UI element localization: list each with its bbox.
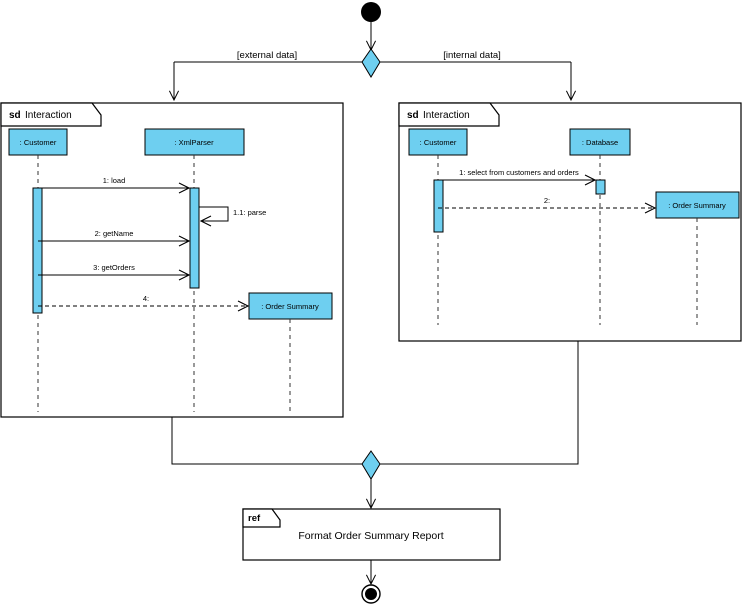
message-return-order-summary-right[interactable]: 2: (438, 196, 655, 208)
lifeline-label-xmlparser: : XmlParser (174, 138, 214, 147)
edge-left-frame-to-merge (171, 417, 362, 465)
merge-node[interactable] (361, 450, 381, 480)
edge-decision-to-right-frame (380, 61, 571, 100)
lifeline-label-database: : Database (582, 138, 618, 147)
activity-final-node[interactable] (361, 584, 381, 604)
decision-node[interactable] (361, 48, 381, 78)
ref-frame[interactable]: ref Format Order Summary Report (242, 508, 501, 561)
lifeline-label-order-summary-right: : Order Summary (668, 201, 726, 210)
initial-node[interactable] (361, 2, 381, 22)
message-label-load: 1: load (103, 176, 126, 185)
message-load[interactable]: 1: load (38, 176, 189, 188)
message-select-from-customers-and-orders[interactable]: 1: select from customers and orders (438, 168, 595, 180)
right-interaction-frame[interactable]: sd Interaction : Customer : Database : O… (398, 102, 742, 342)
lifeline-label-order-summary: : Order Summary (261, 302, 319, 311)
lifeline-head-xmlparser[interactable]: : XmlParser (144, 128, 245, 156)
message-label-get-name: 2: getName (95, 229, 134, 238)
message-get-orders[interactable]: 3: getOrders (38, 263, 189, 275)
message-return-order-summary[interactable]: 4: (38, 294, 248, 306)
message-label-return-order-summary-right: 2: (544, 196, 550, 205)
lifeline-head-customer-right[interactable]: : Customer (408, 128, 468, 156)
lifeline-label-customer-right: : Customer (420, 138, 457, 147)
lifeline-head-database[interactable]: : Database (569, 128, 631, 156)
message-label-get-orders: 3: getOrders (93, 263, 135, 272)
lifeline-head-customer[interactable]: : Customer (8, 128, 68, 156)
left-interaction-frame[interactable]: sd Interaction : Customer : XmlParser : … (0, 102, 344, 418)
ref-frame-header (242, 508, 281, 528)
activation-bar-customer-right (433, 179, 444, 233)
lifeline-head-order-summary[interactable]: : Order Summary (248, 292, 333, 320)
activation-bar-database (595, 179, 606, 195)
activation-bar-xmlparser (189, 187, 200, 289)
left-frame-header (0, 102, 102, 127)
message-get-name[interactable]: 2: getName (38, 229, 189, 241)
ref-frame-label: Format Order Summary Report (298, 530, 443, 542)
message-label-select: 1: select from customers and orders (459, 168, 579, 177)
left-frame-name-label: Interaction (25, 110, 72, 121)
lifeline-label-customer: : Customer (20, 138, 57, 147)
message-label-parse: 1.1: parse (233, 208, 266, 217)
message-label-return-order-summary: 4: (143, 294, 149, 303)
right-frame-header (398, 102, 500, 127)
guard-label-external-data: [external data] (237, 50, 297, 61)
right-frame-name-label: Interaction (423, 110, 470, 121)
left-frame-kind-label: sd (9, 110, 21, 121)
guard-label-internal-data: [internal data] (443, 50, 501, 61)
right-frame-kind-label: sd (407, 110, 419, 121)
edge-right-frame-to-merge (380, 341, 579, 465)
message-parse-self-call[interactable]: 1.1: parse (199, 206, 266, 221)
ref-frame-kind-label: ref (248, 513, 261, 524)
lifeline-head-order-summary-right[interactable]: : Order Summary (655, 191, 740, 219)
edge-decision-to-left-frame (174, 61, 362, 100)
activation-bar-customer (32, 187, 43, 314)
